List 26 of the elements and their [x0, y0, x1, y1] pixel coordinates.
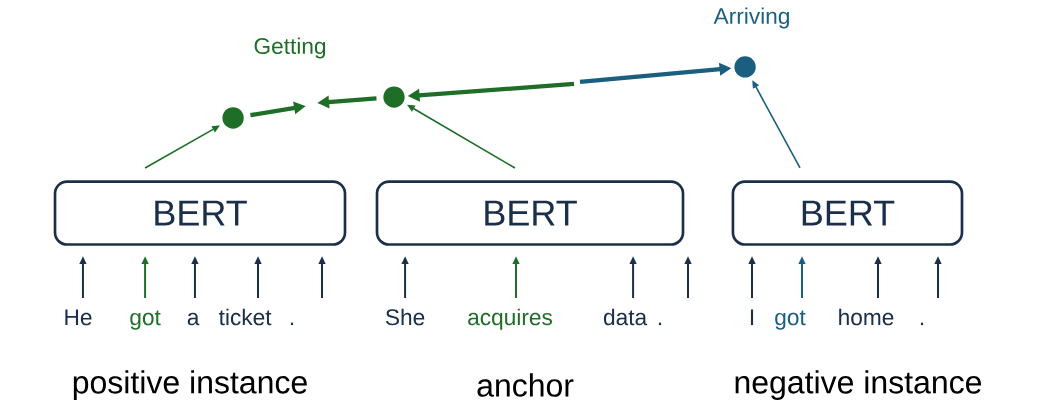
token-word: home — [839, 308, 894, 326]
token-word: ticket — [218, 308, 272, 326]
vector-label: Getting — [254, 37, 326, 59]
token-word: He — [65, 309, 92, 326]
embedding-dot — [222, 107, 244, 129]
caption-text: anchor — [477, 373, 574, 397]
token-word: She — [385, 308, 425, 326]
token-word: acquires — [468, 308, 552, 330]
token-word: got — [130, 310, 161, 330]
token-word: a — [187, 312, 200, 326]
bert-box: BERT — [53, 180, 347, 246]
arrow — [144, 125, 220, 169]
embedding-dot — [383, 86, 405, 108]
token-word: . — [920, 322, 924, 326]
vector-label: Arriving — [713, 7, 789, 29]
token-word: got — [775, 310, 806, 330]
token-word: . — [290, 322, 294, 326]
token-word: I — [750, 309, 754, 326]
token-word: . — [658, 322, 662, 326]
caption-text: positive instance — [73, 370, 307, 400]
token-word: data — [604, 308, 648, 326]
embedding-dot — [734, 56, 756, 78]
bert-box: BERT — [731, 180, 964, 246]
caption-text: negative instance — [735, 370, 982, 400]
bert-box: BERT — [375, 180, 685, 246]
arrow — [407, 104, 516, 169]
